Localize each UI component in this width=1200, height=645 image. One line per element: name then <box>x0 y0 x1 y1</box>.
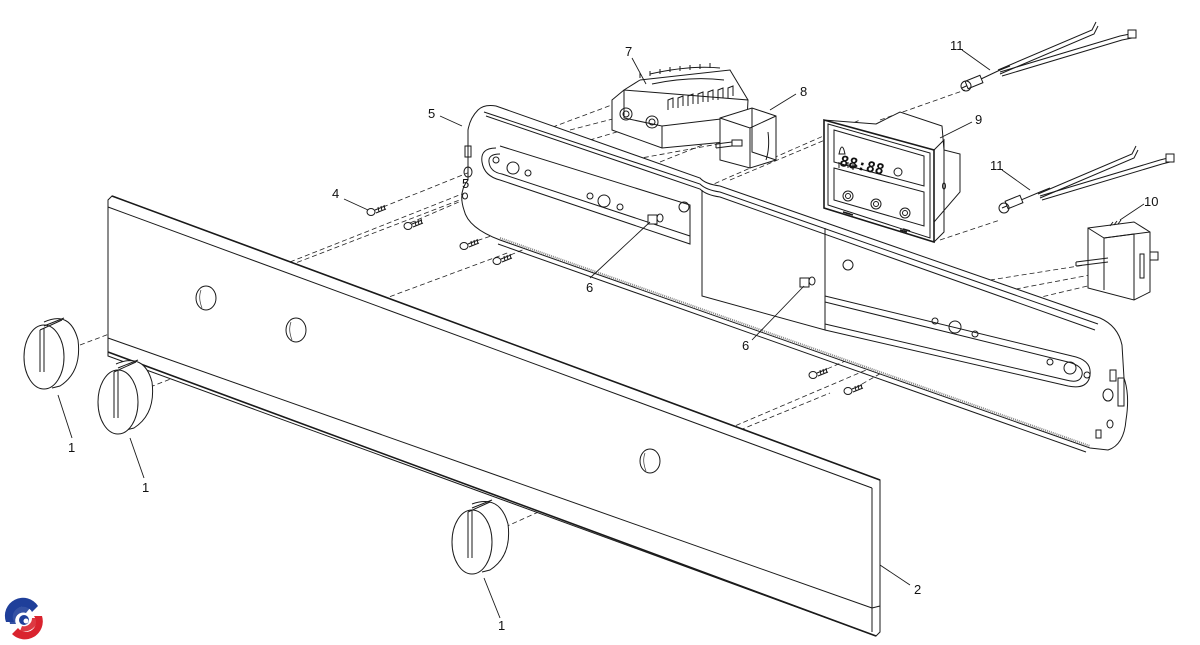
screw <box>492 253 513 265</box>
label-panel: 2 <box>914 582 921 597</box>
label-selector: 7 <box>625 44 632 59</box>
label-thermostat: 10 <box>1144 194 1158 209</box>
screw <box>843 383 864 395</box>
label-clip-right: 6 <box>742 338 749 353</box>
leader-lines <box>57 49 1145 619</box>
indicator-lamp-bottom <box>998 145 1175 214</box>
end-time-icon <box>851 163 858 170</box>
control-knob-left <box>23 317 80 390</box>
label-lamp-top: 11 <box>950 38 964 53</box>
clock-icon <box>893 167 903 177</box>
label-knob-left: 1 <box>68 440 75 455</box>
timer-button-plus <box>899 207 911 219</box>
screw <box>403 218 424 230</box>
label-knob-mid: 1 <box>142 480 149 495</box>
knob-hole-left <box>195 285 217 311</box>
duration-icon <box>838 162 849 168</box>
label-screw: 4 <box>332 186 339 201</box>
label-timer: 9 <box>975 112 982 127</box>
clip-nut-left <box>647 213 664 225</box>
screw <box>808 367 829 379</box>
screw <box>459 238 480 250</box>
control-panel-bracket <box>461 105 1129 453</box>
knob-hole-mid <box>285 317 307 343</box>
front-fascia-panel <box>107 195 881 637</box>
energy-regulator <box>715 107 777 169</box>
label-lamp-bottom: 11 <box>990 158 1004 173</box>
label-regulator: 8 <box>800 84 807 99</box>
clip-nut-right <box>799 276 816 288</box>
electronic-timer: 88:88 <box>823 111 961 244</box>
indicator-lamp-top <box>960 21 1137 92</box>
brand-logo <box>4 597 43 640</box>
label-bracket: 5 <box>428 106 435 121</box>
knob-hole-right <box>639 448 661 474</box>
switch-terminals <box>639 63 734 110</box>
label-bracket-inner: 5 <box>462 176 469 191</box>
screws <box>366 204 864 395</box>
thermostat-switch <box>1075 219 1159 301</box>
control-knob-mid <box>97 359 154 435</box>
timer-button-mode <box>870 198 882 210</box>
timer-button-minus <box>842 190 854 202</box>
label-clip-left: 6 <box>586 280 593 295</box>
control-knob-right <box>451 499 510 575</box>
label-knob-right: 1 <box>498 618 505 633</box>
screw <box>366 204 387 216</box>
bell-icon <box>838 146 846 155</box>
part-labels: 1 1 1 2 4 5 5 6 6 7 8 9 10 11 11 <box>68 38 1158 633</box>
